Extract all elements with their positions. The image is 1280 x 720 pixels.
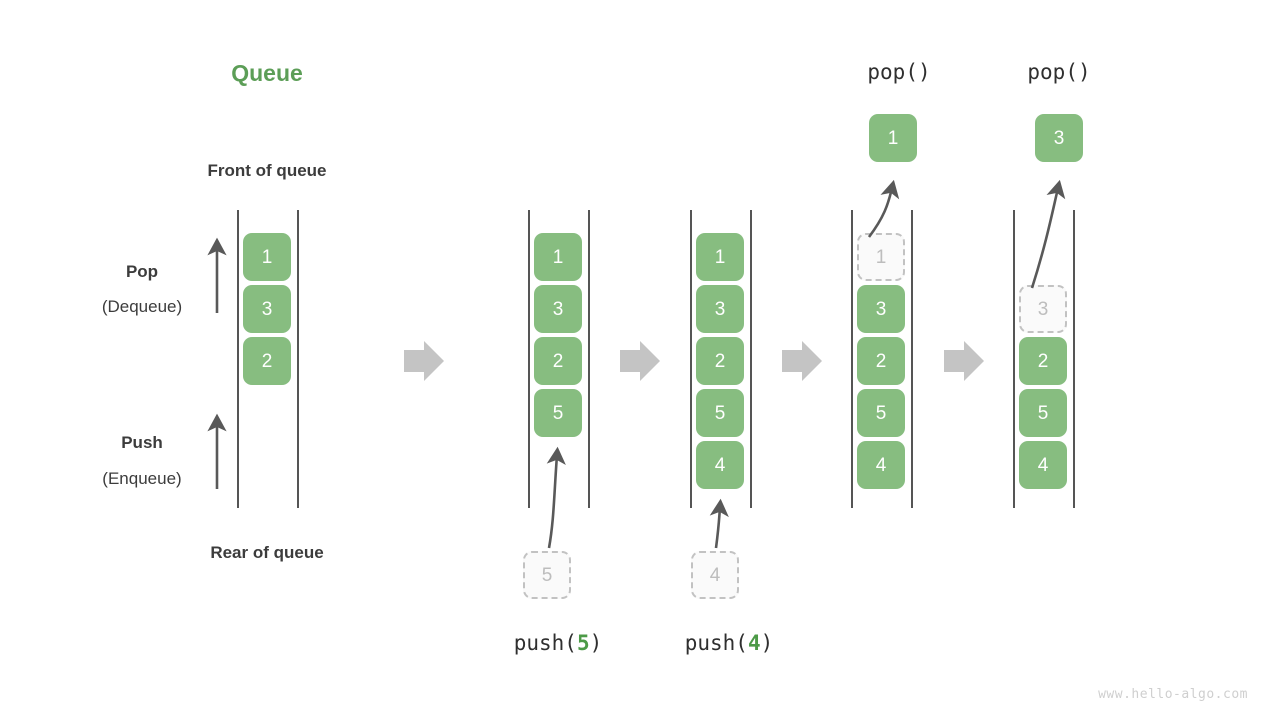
queue-cell: 3 [243, 285, 291, 333]
caption-arg: 5 [576, 631, 590, 655]
rail-right [1073, 210, 1075, 508]
queue-cell: 5 [1019, 389, 1067, 437]
rail-left [237, 210, 239, 508]
queue-cell: 4 [857, 441, 905, 489]
queue-cell: 2 [534, 337, 582, 385]
queue-cell: 3 [534, 285, 582, 333]
queue-cell-ghost: 1 [857, 233, 905, 281]
incoming-ghost-cell: 4 [691, 551, 739, 599]
queue-cell: 3 [696, 285, 744, 333]
queue-cell: 4 [1019, 441, 1067, 489]
caption-arg: 4 [747, 631, 761, 655]
push-4-arrow [709, 498, 729, 549]
push-label: Push [121, 433, 163, 452]
queue-cell: 1 [696, 233, 744, 281]
caption-op: push( [684, 631, 748, 655]
queue-cell-ghost: 3 [1019, 285, 1067, 333]
incoming-ghost-cell: 5 [523, 551, 571, 599]
caption-op: pop() [1027, 60, 1091, 84]
step-caption-push-5: push(5) [513, 631, 603, 655]
queue-cell: 2 [243, 337, 291, 385]
rail-right [588, 210, 590, 508]
popped-cell: 1 [869, 114, 917, 162]
watermark: www.hello-algo.com [1098, 687, 1248, 702]
queue-cell: 5 [857, 389, 905, 437]
queue-cell: 2 [1019, 337, 1067, 385]
pop-3-arrow [1030, 179, 1066, 289]
step-caption-push-4: push(4) [684, 631, 774, 655]
caption-op: push( [513, 631, 577, 655]
step-caption-pop-1: pop() [867, 60, 930, 84]
step-caption-pop-3: pop() [1027, 60, 1090, 84]
rail-right [297, 210, 299, 508]
rail-right [911, 210, 913, 508]
queue-cell: 2 [696, 337, 744, 385]
step-arrow-1 [404, 341, 444, 381]
caption-op: pop() [867, 60, 931, 84]
queue-cell: 1 [534, 233, 582, 281]
step-arrow-2 [620, 341, 660, 381]
queue-cell: 3 [857, 285, 905, 333]
queue-cell: 5 [534, 389, 582, 437]
diagram-title: Queue [231, 60, 303, 86]
queue-cell: 1 [243, 233, 291, 281]
rail-left [528, 210, 530, 508]
pop-1-arrow [867, 179, 900, 238]
popped-cell: 3 [1035, 114, 1083, 162]
step-arrow-4 [944, 341, 984, 381]
rail-left [690, 210, 692, 508]
pop-sublabel: (Dequeue) [101, 297, 183, 316]
rail-left [1013, 210, 1015, 508]
pop-label: Pop [125, 262, 159, 281]
push-5-arrow [546, 446, 566, 549]
queue-cell: 4 [696, 441, 744, 489]
rail-right [750, 210, 752, 508]
front-of-queue-label: Front of queue [207, 161, 327, 180]
rear-of-queue-label: Rear of queue [210, 543, 324, 562]
push-sublabel: (Enqueue) [102, 469, 182, 488]
rail-left [851, 210, 853, 508]
queue-cell: 5 [696, 389, 744, 437]
queue-cell: 2 [857, 337, 905, 385]
step-arrow-3 [782, 341, 822, 381]
